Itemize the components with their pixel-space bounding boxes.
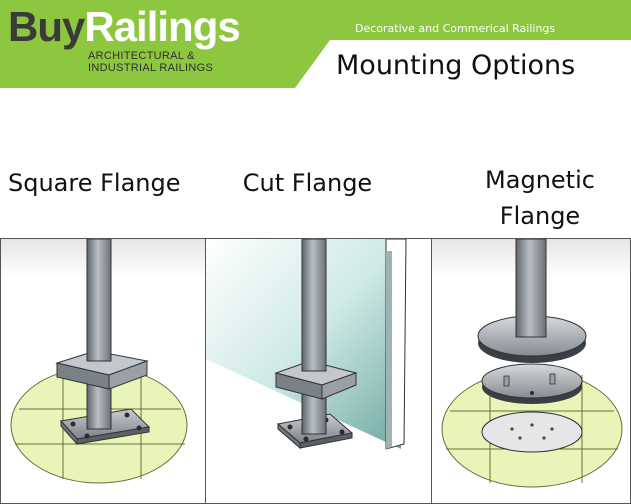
option-label-magnetic-line1: Magnetic — [485, 166, 595, 194]
brand-subtitle: ARCHITECTURAL & INDUSTRIAL RAILINGS — [88, 50, 213, 74]
square-flange-illustration — [1, 239, 205, 484]
flange-cover-side — [108, 360, 148, 390]
cut-post-upper — [301, 239, 327, 372]
magnetic-post — [515, 239, 547, 338]
brand-subtitle-line2: INDUSTRIAL RAILINGS — [88, 62, 214, 74]
panel-cut-flange[interactable] — [205, 238, 432, 504]
cut-flange-cover-side — [321, 372, 357, 400]
panel-magnetic-flange[interactable] — [431, 238, 631, 504]
option-label-magnetic-line2: Flange — [499, 202, 581, 230]
base-plate-side — [60, 419, 78, 446]
wall-edge-shadow — [386, 251, 392, 449]
floor-disc-holes — [510, 423, 554, 440]
option-label-magnetic-flange: Magnetic Flange — [440, 162, 631, 234]
brand-banner — [0, 0, 631, 88]
floor-disc — [481, 411, 583, 453]
tagline: Decorative and Commerical Railings — [355, 22, 556, 35]
page-title: Mounting Options — [336, 50, 576, 81]
option-label-cut-flange: Cut Flange — [242, 169, 373, 197]
brand-subtitle-line1: ARCHITECTURAL & — [88, 50, 195, 62]
logo-railings: Railings — [84, 3, 240, 50]
cut-flange-illustration — [206, 239, 407, 450]
magnet-disc — [481, 363, 583, 399]
magnetic-flange-illustration — [432, 239, 630, 488]
panel-square-flange[interactable] — [0, 238, 206, 504]
option-label-square-flange: Square Flange — [8, 169, 181, 197]
bolt-holes — [70, 412, 142, 439]
mounting-panels — [0, 238, 631, 504]
header: BuyRailings ARCHITECTURAL & INDUSTRIAL R… — [0, 0, 631, 88]
magnet-bolts — [503, 373, 556, 395]
logo-buy: Buy — [8, 3, 85, 50]
brand-logo[interactable]: BuyRailings — [8, 3, 241, 50]
post-upper — [86, 239, 112, 362]
cut-base-plate-side — [277, 422, 301, 450]
